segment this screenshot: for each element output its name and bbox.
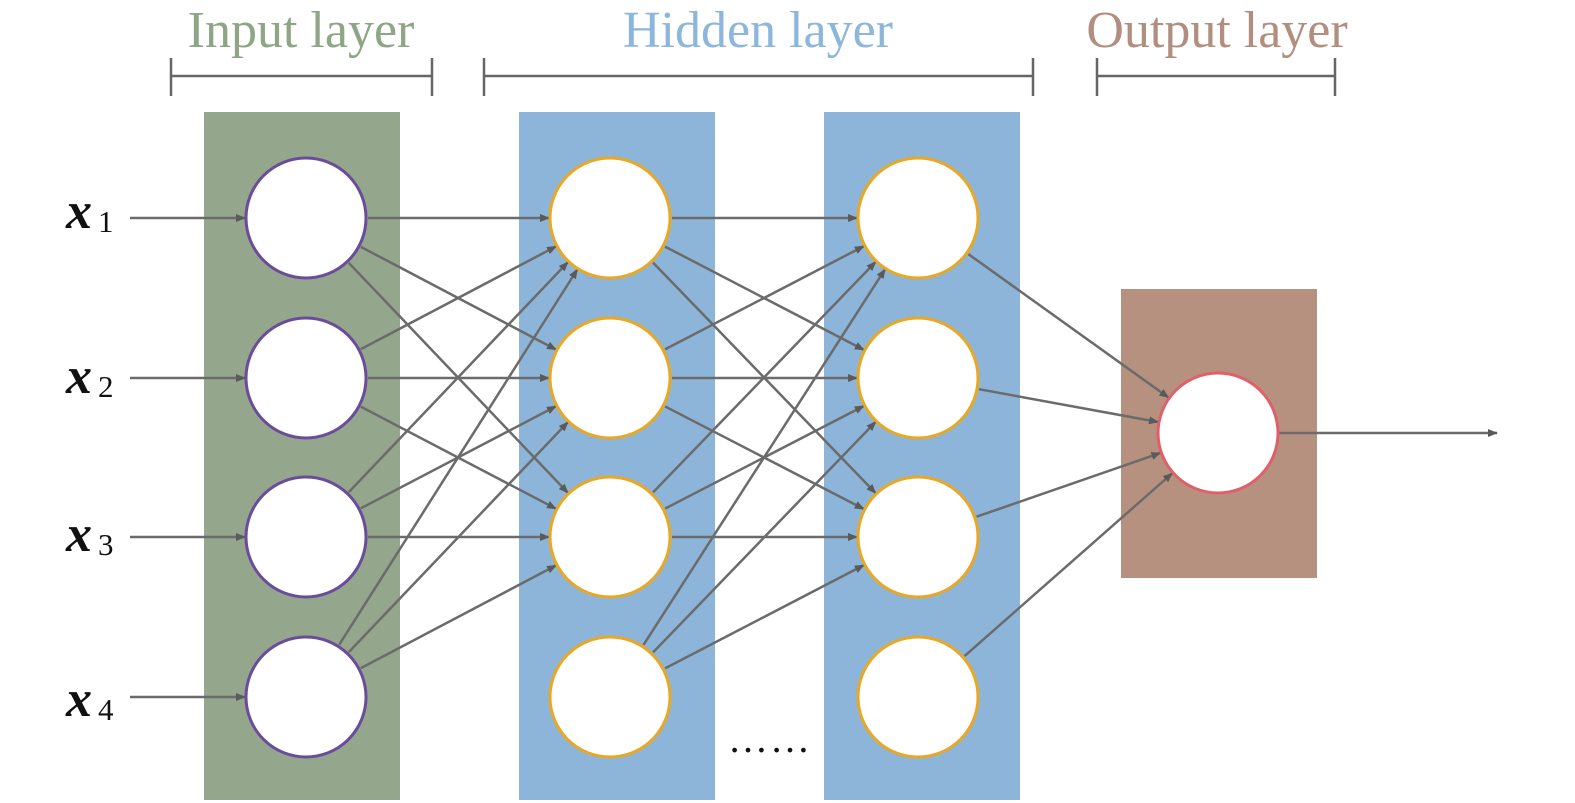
input-node-1: [244, 156, 368, 280]
hidden1-node-1: [548, 156, 672, 280]
hidden-layer-bracket: [482, 58, 1035, 96]
input-layer-title: Input layer: [188, 2, 415, 59]
hidden-layer-ellipsis: ……: [728, 716, 812, 761]
input-node-2: [244, 316, 368, 440]
hidden2-node-1: [856, 156, 980, 280]
connections: [130, 214, 1498, 701]
input-sub-1: 1: [98, 204, 114, 239]
output-layer-bracket: [1095, 58, 1337, 96]
edge-in2-h1n1: [360, 245, 557, 351]
input-var-3: x: [65, 506, 92, 563]
input-sub-4: 4: [98, 692, 114, 727]
input-node-4: [244, 635, 368, 759]
nodes: [244, 156, 1280, 759]
input-label-x1: x 1: [65, 183, 114, 240]
edge-in4-h1n2: [347, 421, 569, 653]
input-label-x2: x 2: [65, 348, 114, 405]
input-var-1: x: [65, 183, 92, 240]
hidden2-node-3: [856, 475, 980, 599]
edge-h1n3-h2n1: [652, 261, 877, 494]
edge-h2n1-out: [967, 253, 1170, 399]
edge-in4-h1n1: [338, 268, 579, 646]
edge-h2n3-out: [976, 451, 1162, 518]
input-sub-3: 3: [98, 527, 114, 562]
hidden1-node-4: [548, 635, 672, 759]
input-node-3: [244, 475, 368, 599]
input-label-x3: x 3: [65, 506, 114, 563]
hidden2-node-4: [856, 635, 980, 759]
edge-h1n4-h2n2: [652, 421, 877, 654]
edge-h1n4-h2n1: [642, 268, 887, 646]
edge-h1n4-h2n3: [664, 564, 865, 670]
edge-h2n2-out: [978, 387, 1159, 425]
edge-h2n4-out: [963, 472, 1174, 657]
output-node: [1156, 371, 1280, 495]
hidden1-node-2: [548, 316, 672, 440]
input-label-x4: x 4: [65, 671, 114, 728]
input-var-2: x: [65, 348, 92, 405]
hidden-layer-title: Hidden layer: [623, 2, 893, 59]
edge-in3-h1n1: [347, 261, 569, 493]
input-layer-bracket: [169, 58, 434, 96]
edge-h1n2-h2n1: [664, 245, 865, 351]
input-sub-2: 2: [98, 369, 114, 404]
hidden2-node-2: [856, 316, 980, 440]
edge-in4-h1n3: [360, 564, 557, 670]
output-layer-title: Output layer: [1086, 2, 1347, 59]
input-var-4: x: [65, 671, 92, 728]
hidden1-node-3: [548, 475, 672, 599]
